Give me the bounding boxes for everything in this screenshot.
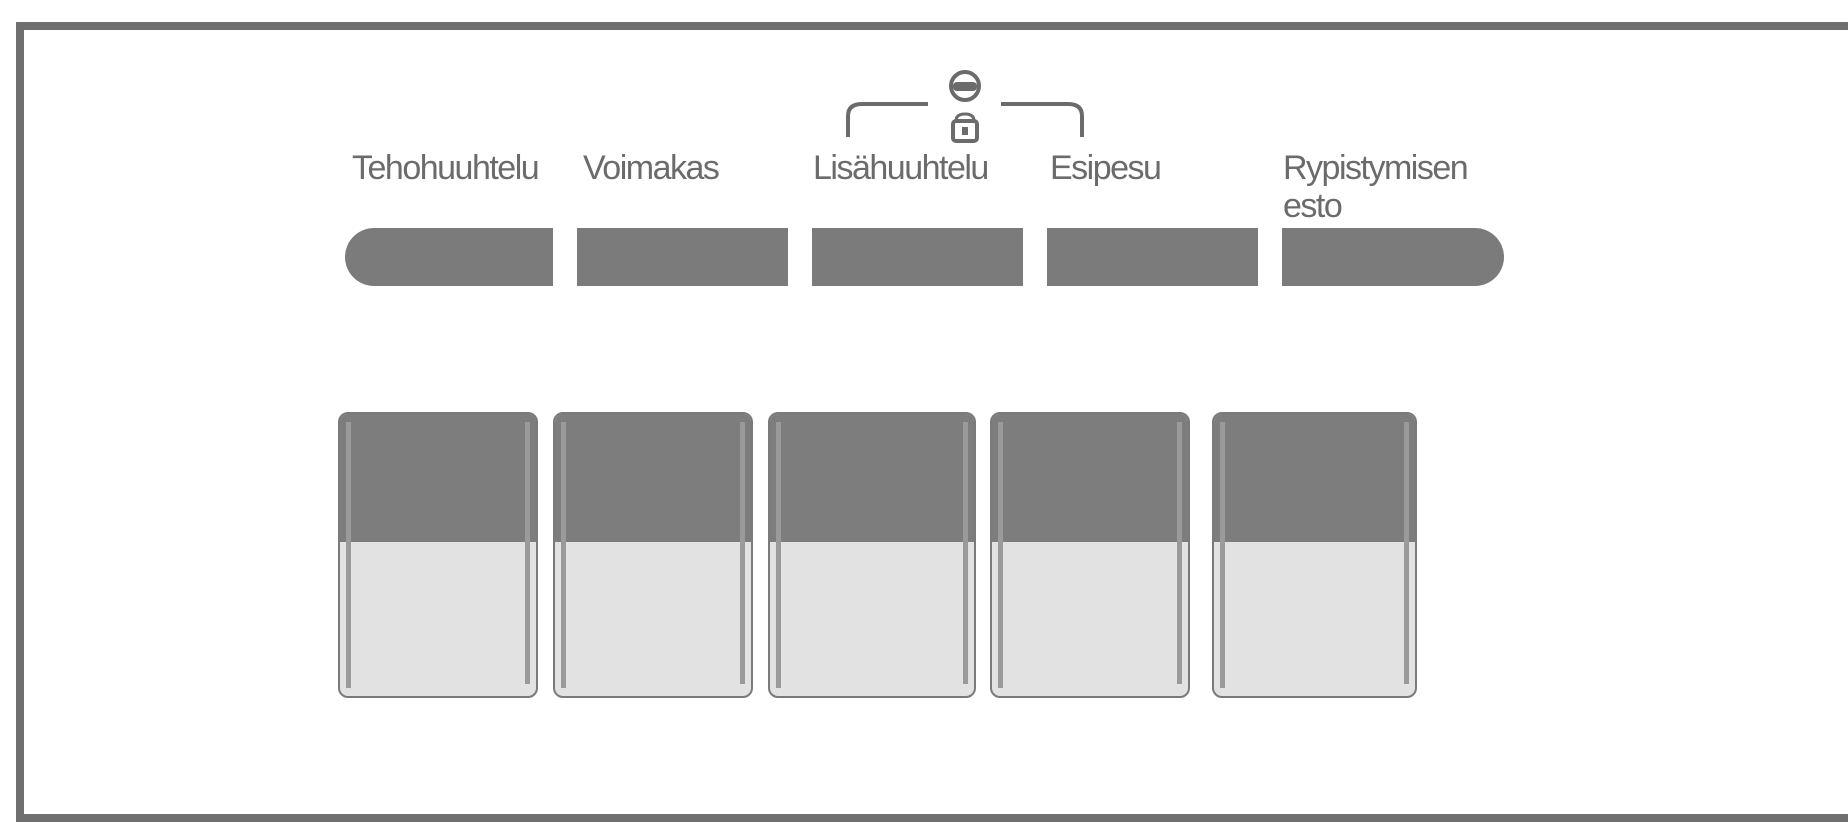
child-lock-bracket [846, 70, 1084, 143]
label-lisahuuhtelu: Lisähuuhtelu [813, 149, 989, 187]
child-icon [951, 112, 979, 143]
indicator-bar-rypistymisen-esto [1282, 228, 1504, 286]
lock-icon [949, 70, 981, 102]
voimakas-button[interactable] [553, 412, 753, 698]
label-tehohuuhtelu: Tehohuuhtelu [352, 149, 540, 187]
esipesu-button[interactable] [990, 412, 1190, 698]
label-rypistymisen: Rypistymisen [1283, 149, 1469, 187]
indicator-bar-lisahuuhtelu [812, 228, 1023, 286]
indicator-bar-tehohuuhtelu [345, 228, 553, 286]
indicator-bar-voimakas [577, 228, 788, 286]
label-esto: esto [1283, 187, 1343, 225]
lisahuuhtelu-button[interactable] [768, 412, 976, 698]
indicator-bar-esipesu [1047, 228, 1258, 286]
rypistymisen-esto-button[interactable] [1212, 412, 1417, 698]
tehohuuhtelu-button[interactable] [338, 412, 538, 698]
label-esipesu: Esipesu [1050, 149, 1162, 187]
label-voimakas: Voimakas [583, 149, 720, 187]
